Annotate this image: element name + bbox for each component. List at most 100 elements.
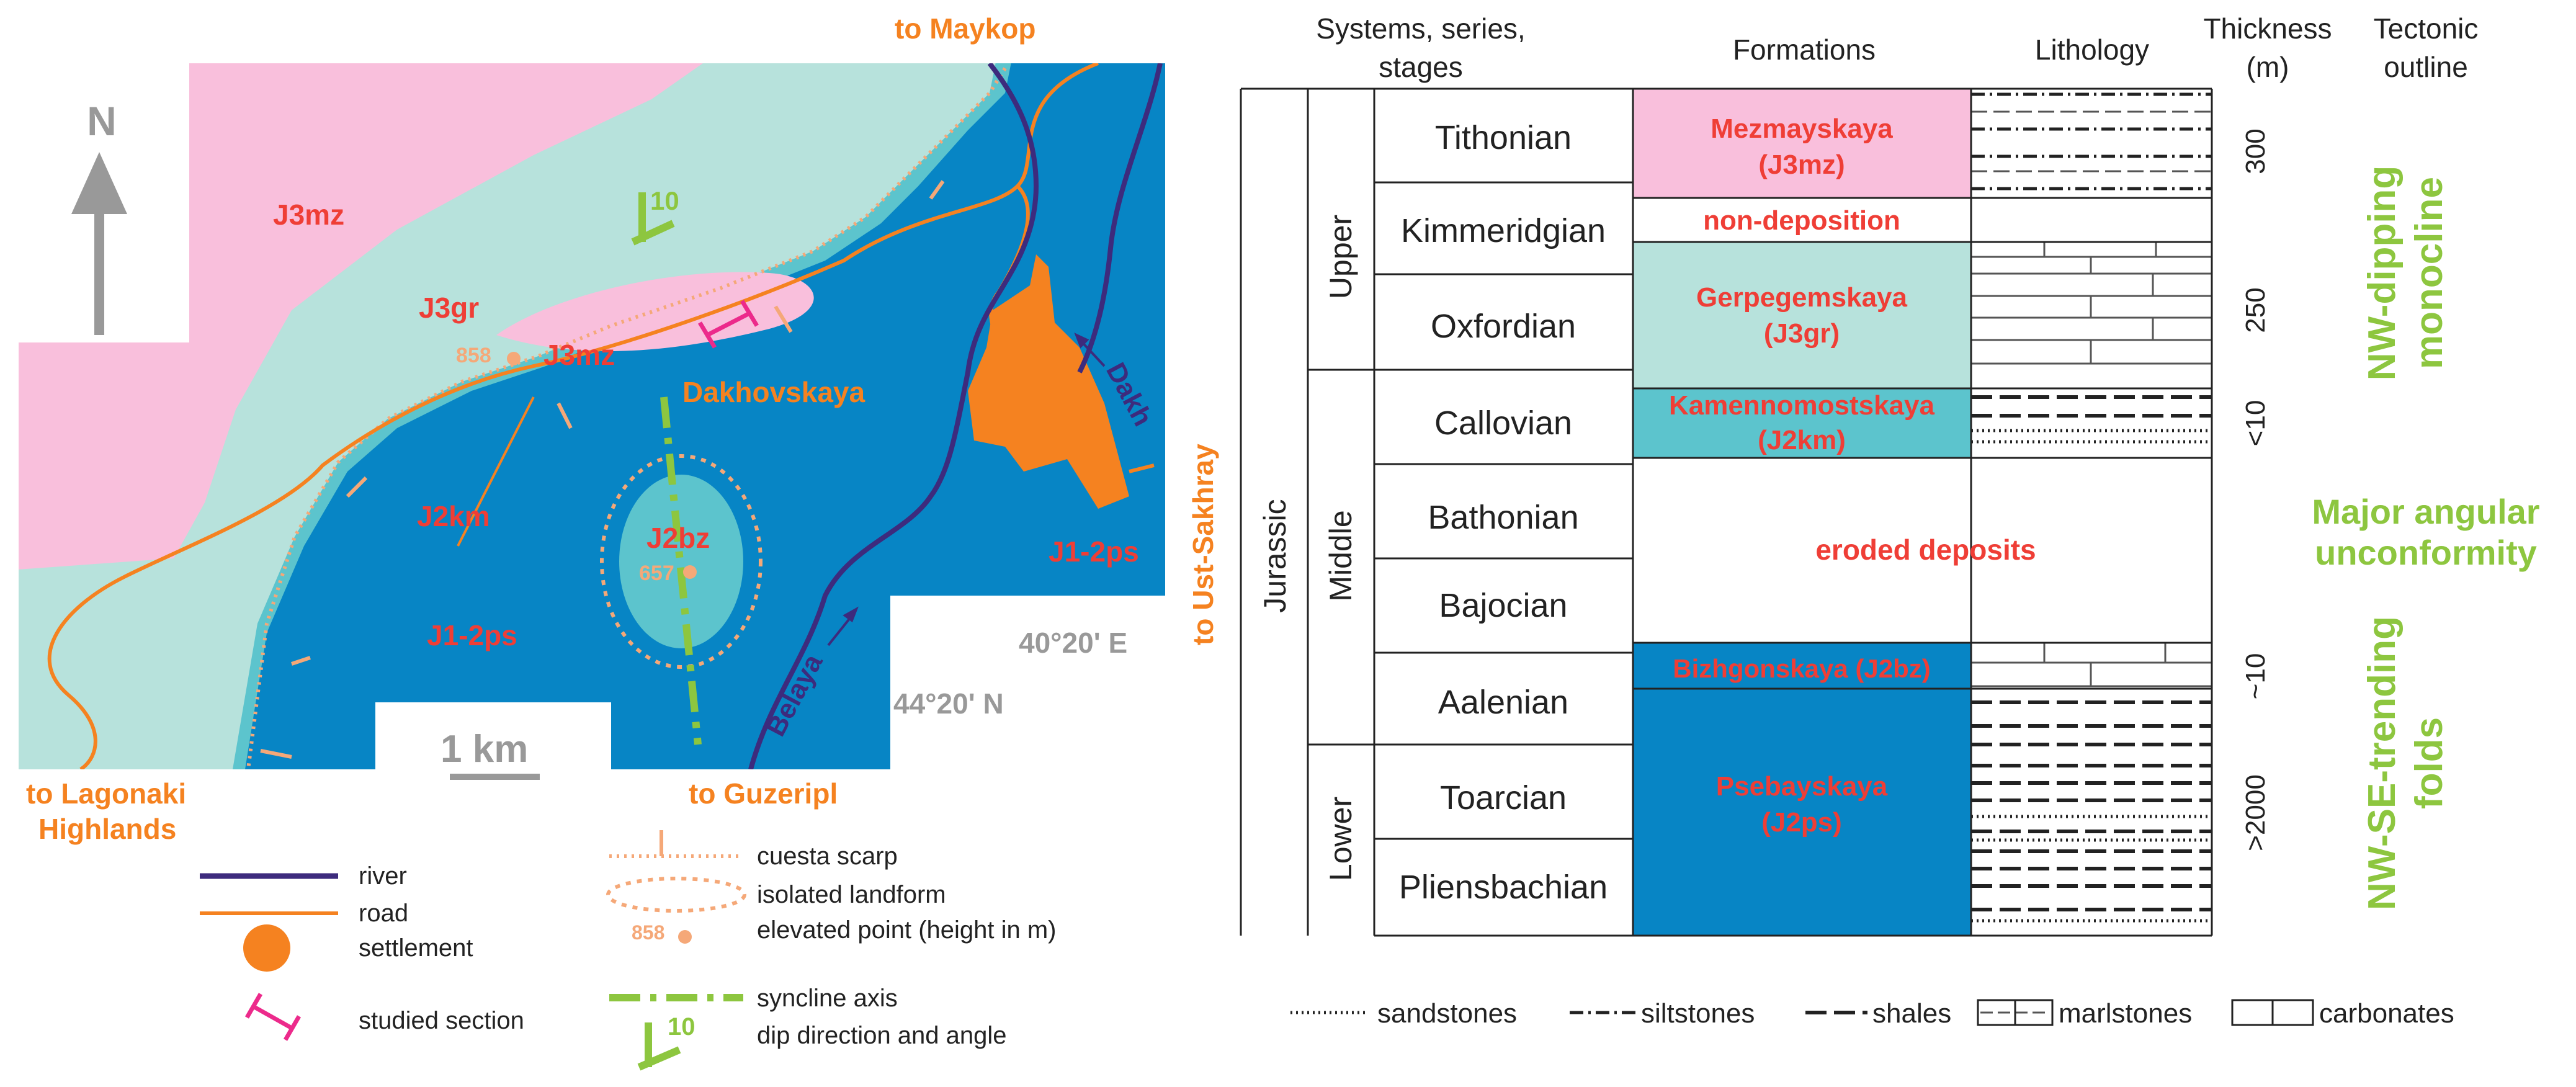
legend-settlement-label: settlement [359,934,473,962]
label-latitude: 44°20' N [893,687,1004,720]
legend-dip-symbol [637,1022,681,1071]
label-height-657: 657 [639,561,674,585]
label-j3mz-lower: J3mz [543,339,615,371]
fill-gerpegemskaya [1633,242,1971,388]
label-j3mz-upper: J3mz [273,199,344,231]
label-to-maykop: to Maykop [895,12,1035,45]
legend-elevated-symbol [678,930,692,944]
stage-list: Tithonian Kimmeridgian Oxfordian Callovi… [1399,119,1608,906]
lithology-legend: sandstones siltstones shales marlstones … [1290,998,2454,1029]
fill-mezmayskaya [1633,89,1971,198]
syncline-axis-line [660,396,702,745]
lith-carbonates-aalenian [1971,643,2212,687]
thickness-250: 250 [2240,287,2271,333]
label-j3gr: J3gr [419,292,479,324]
fill-bizhgonskaya [1633,643,1971,689]
stage-label: Kimmeridgian [1401,212,1606,249]
formation-gerpegemskaya-code: (J3gr) [1764,318,1840,349]
j2km-leader-line [457,396,535,547]
formation-mezmayskaya-code: (J3mz) [1758,150,1845,180]
legend-siltstones: siltstones [1641,998,1755,1029]
fill-kamennomostskaya [1633,388,1971,458]
elevated-point-657 [683,565,697,579]
label-dip-value: 10 [650,186,679,215]
map-area [19,63,1165,769]
tectonic-major-angular: Major angular [2312,492,2539,531]
north-label: N [87,98,117,144]
legend-dip-sample: 10 [668,1013,695,1040]
header-systems-2: stages [1379,51,1463,83]
header-systems-1: Systems, series, [1316,12,1525,45]
isolated-landform-outline [600,454,763,669]
lith-siltstones-tithonian [1971,92,2212,190]
thickness-lt10: <10 [2240,400,2271,447]
label-lower-series: Lower [1323,797,1358,881]
legend-elevated-sample: 858 [632,921,664,944]
header-tectonic-2: outline [2384,51,2468,83]
formation-eroded-deposits: eroded deposits [1815,534,2036,566]
header-formations: Formations [1733,34,1876,66]
label-scale: 1 km [441,728,528,771]
legend-isolated-symbol [606,877,746,913]
stage-label: Bathonian [1428,499,1578,536]
road-main [47,63,1099,769]
j3mz-tongue-area [496,272,814,352]
label-upper-series: Upper [1323,215,1358,299]
stratigraphic-column: Systems, series, stages Formations Litho… [1240,12,2540,1029]
river-flow-arrows [827,333,1106,646]
cuesta-scarp-line [246,67,1007,769]
label-j2bz: J2bz [646,522,710,554]
label-height-858: 858 [456,344,491,367]
lith-shales-callovian [1971,395,2212,418]
formation-mezmayskaya-name: Mezmayskaya [1711,114,1893,144]
legend-studied-section-label: studied section [359,1007,524,1034]
dakhovskaya-settlement-area [968,254,1129,509]
legend-studied-section-symbol [244,993,302,1041]
lith-sandstones-lower [1971,815,2212,923]
legend-syncline-label: syncline axis [757,985,898,1012]
legend-carbonates: carbonates [2319,998,2454,1029]
geological-map: N J3mz J3gr J3mz J2km J2bz J1-2ps J1-2ps… [19,12,1219,845]
legend-sandstones: sandstones [1377,998,1517,1029]
tectonic-nw-se-trending: NW-SE-trending [2361,616,2404,910]
label-jurassic: Jurassic [1258,499,1292,612]
lith-carbonates-oxfordian [1971,242,2212,365]
label-to-lagonaki-1: to Lagonaki [26,777,186,810]
formation-psebayskaya-code: (J2ps) [1761,807,1842,838]
thickness-gt2000: >2000 [2240,774,2271,851]
lith-shales-lower [1971,700,2212,911]
label-j1-2ps-right: J1-2ps [1049,535,1139,568]
formation-bizhgonskaya: Bizhgonskaya (J2bz) [1673,654,1930,683]
legend-shales: shales [1872,998,1951,1029]
fill-psebayskaya [1633,689,1971,936]
j2bz-outcrop [619,475,743,648]
legend-cuesta-label: cuesta scarp [757,843,898,870]
lith-sandstones-callovian [1971,429,2212,444]
cuesta-ticks [260,180,945,759]
label-j2km: J2km [417,500,490,532]
tectonic-nw-dipping: NW-dipping [2361,166,2404,381]
belaya-river-line [748,63,1039,769]
dakh-river-line [1077,63,1163,374]
legend-river-label: river [359,862,407,890]
tectonic-folds: folds [2408,717,2451,809]
header-thickness-2: (m) [2247,51,2289,83]
stage-label: Toarcian [1440,779,1567,816]
north-arrow: N [71,98,127,335]
legend-marlstones: marlstones [2059,998,2192,1029]
header-lithology: Lithology [2035,34,2149,66]
legend-road-label: road [359,900,408,927]
formation-kamennomostskaya-name: Kamennomostskaya [1669,390,1934,421]
formation-psebayskaya-name: Psebayskaya [1716,771,1888,802]
formation-kamennomostskaya-code: (J2km) [1758,425,1846,455]
stage-label: Oxfordian [1431,308,1576,345]
legend-elevated-label: elevated point (height in m) [757,916,1057,944]
header-thickness-1: Thickness [2203,12,2332,45]
legend-dip-label: dip direction and angle [757,1022,1007,1049]
studied-section-marker [697,300,759,349]
tectonic-unconformity: unconformity [2315,533,2537,572]
label-dakhovskaya: Dakhovskaya [682,376,865,408]
tectonic-monocline: monocline [2408,177,2451,369]
stage-label: Aalenian [1438,684,1568,721]
